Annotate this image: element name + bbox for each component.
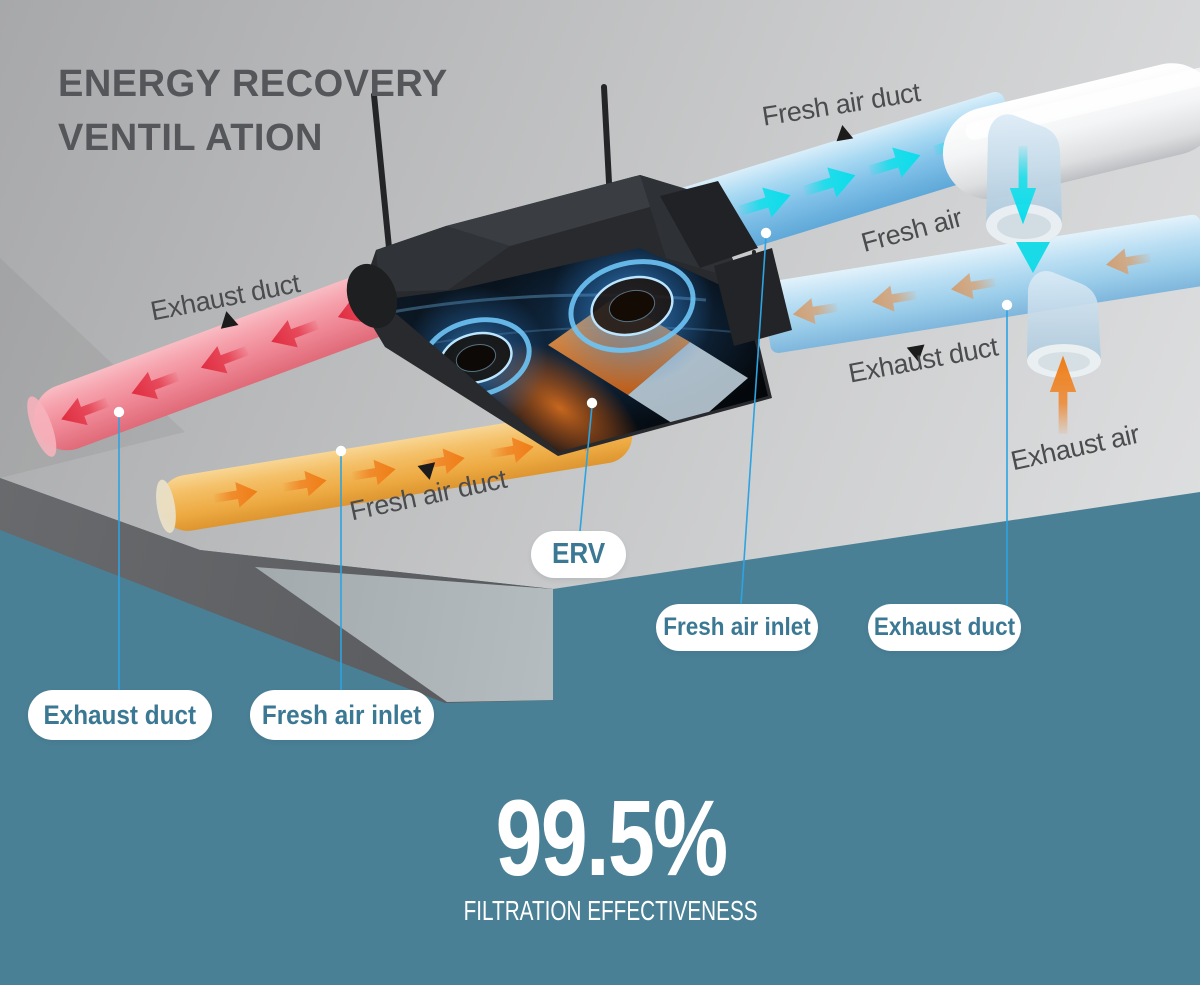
callout-exhaust-duct-left-label: Exhaust duct — [43, 699, 197, 730]
callout-exhaust-duct-left: Exhaust duct — [28, 690, 212, 740]
callout-leader-lines — [118, 235, 1008, 691]
fresh-air-drop-elbow — [986, 114, 1063, 273]
callout-erv-label: ERV — [551, 538, 606, 570]
stat-caption-text: FILTRATION EFFECTIVENESS — [464, 895, 758, 927]
stat-value: 99.5% — [11, 777, 1200, 898]
page-title: ENERGY RECOVERY VENTIL ATION — [58, 58, 448, 166]
exhaust-duct-graphic — [761, 214, 1200, 354]
exhaust-duct-pink-graphic — [27, 271, 406, 457]
callout-fresh-air-inlet-right: Fresh air inlet — [656, 604, 818, 651]
stat-value-text: 99.5% — [495, 777, 728, 898]
page-title-line1: ENERGY RECOVERY — [58, 63, 448, 105]
callout-fresh-air-inlet-left-label: Fresh air inlet — [262, 699, 422, 730]
filtration-stat: 99.5% FILTRATION EFFECTIVENESS — [11, 777, 1200, 927]
callout-exhaust-duct-right: Exhaust duct — [868, 604, 1021, 651]
fresh-air-duct-orange-graphic — [156, 407, 633, 534]
callout-exhaust-duct-right-label: Exhaust duct — [873, 613, 1016, 641]
stat-caption: FILTRATION EFFECTIVENESS — [11, 895, 1200, 927]
erv-unit-graphic — [346, 175, 792, 456]
callout-fresh-air-inlet-right-label: Fresh air inlet — [663, 613, 811, 641]
fresh-air-down-arrowhead — [1016, 242, 1050, 273]
exhaust-rise-elbow — [1027, 270, 1102, 434]
callout-fresh-air-inlet-left: Fresh air inlet — [250, 690, 434, 740]
annotation-pointers — [220, 125, 925, 480]
fan-right — [550, 248, 714, 388]
callout-erv: ERV — [531, 531, 626, 578]
callout-anchor-dots — [113, 227, 1013, 457]
outdoor-duct-graphic — [942, 63, 1200, 200]
page-title-line2: VENTIL ATION — [58, 116, 323, 159]
